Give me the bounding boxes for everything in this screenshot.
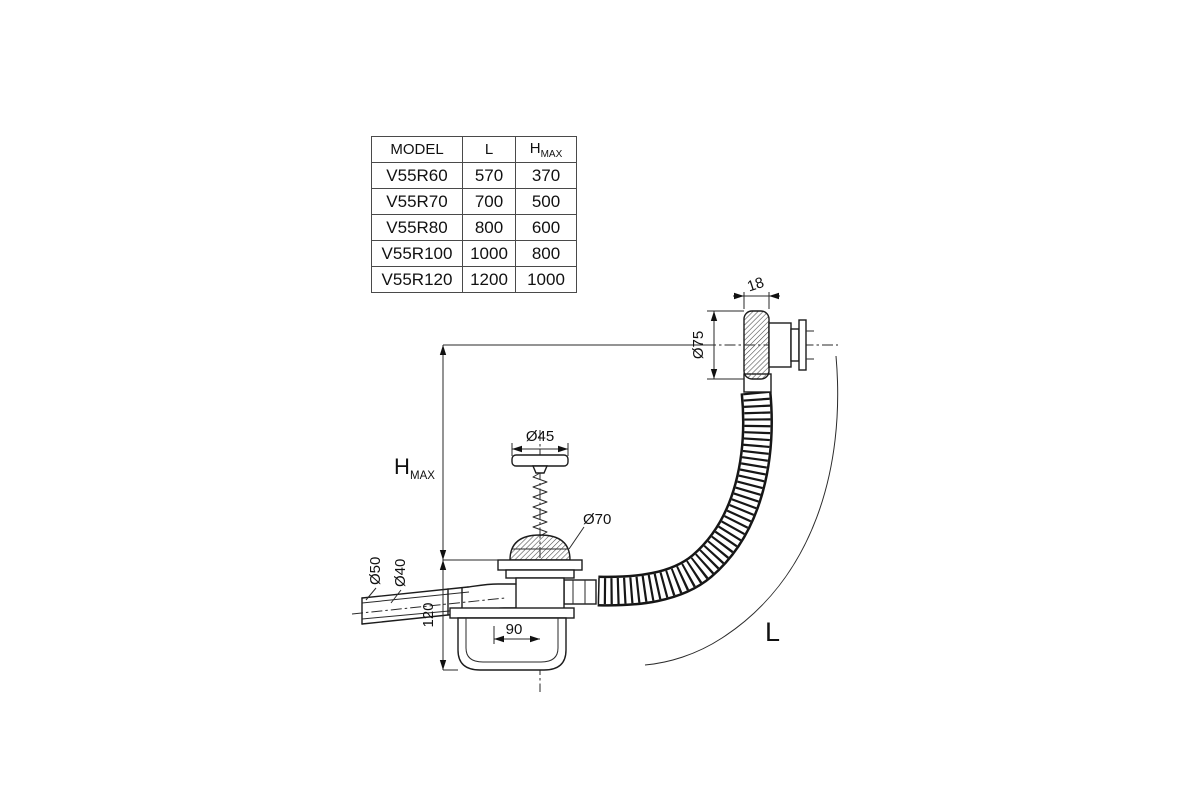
spring bbox=[532, 472, 548, 537]
header-cell-hmax: HMAX bbox=[515, 136, 577, 163]
cell-model: V55R100 bbox=[371, 240, 463, 267]
cell-l: 1000 bbox=[462, 240, 516, 267]
cell-model: V55R60 bbox=[371, 162, 463, 189]
hmax-main: H bbox=[529, 139, 541, 157]
table-row: V55R70 700 500 bbox=[371, 188, 577, 215]
label-90: 90 bbox=[506, 621, 523, 638]
dimension-90: 90 bbox=[493, 621, 540, 644]
plug-cap bbox=[511, 454, 569, 474]
l-label: L bbox=[765, 617, 780, 647]
hmax-sub: MAX bbox=[540, 148, 563, 160]
overflow-head bbox=[743, 310, 814, 380]
cell-model: V55R70 bbox=[371, 188, 463, 215]
label-d45: Ø45 bbox=[526, 428, 554, 445]
label-d70: Ø70 bbox=[583, 511, 611, 528]
drain-dome bbox=[509, 534, 571, 561]
label-hmax: H bbox=[394, 454, 410, 479]
elbow bbox=[467, 583, 517, 612]
cell-l: 570 bbox=[462, 162, 516, 189]
table-row: V55R100 1000 800 bbox=[371, 240, 577, 267]
cell-hmax: 1000 bbox=[515, 266, 577, 293]
cell-hmax: 370 bbox=[515, 162, 577, 189]
cell-model: V55R120 bbox=[371, 266, 463, 293]
dimension-hmax: H MAX bbox=[394, 345, 498, 561]
table-row: V55R120 1200 1000 bbox=[371, 266, 577, 293]
cell-l: 700 bbox=[462, 188, 516, 215]
table-header-row: MODEL L HMAX bbox=[371, 136, 577, 163]
table-row: V55R80 800 600 bbox=[371, 214, 577, 241]
label-120: 120 bbox=[420, 602, 437, 627]
dimension-120: 120 bbox=[420, 560, 458, 671]
siphon-pot bbox=[449, 607, 575, 671]
label-hmax-sub: MAX bbox=[410, 470, 435, 482]
l-curve bbox=[644, 355, 839, 666]
label-d75: Ø75 bbox=[690, 331, 707, 359]
label-d40-group: Ø40 bbox=[390, 559, 409, 604]
corrugated-hose bbox=[597, 390, 773, 607]
dimension-d45: Ø45 bbox=[511, 428, 569, 456]
cell-hmax: 800 bbox=[515, 240, 577, 267]
dimension-d75: Ø75 bbox=[690, 310, 744, 380]
cell-hmax: 600 bbox=[515, 214, 577, 241]
label-18: 18 bbox=[745, 274, 766, 295]
label-d50-group: Ø50 bbox=[365, 557, 384, 601]
header-cell-model: MODEL bbox=[371, 136, 463, 163]
dimension-18: 18 bbox=[733, 274, 780, 309]
label-d40: Ø40 bbox=[392, 559, 409, 587]
label-d50: Ø50 bbox=[367, 557, 384, 585]
tee-body bbox=[515, 577, 565, 613]
hose-nut bbox=[563, 579, 597, 605]
cell-model: V55R80 bbox=[371, 214, 463, 241]
cell-l: 1200 bbox=[462, 266, 516, 293]
table-row: V55R60 570 370 bbox=[371, 162, 577, 189]
spec-table: MODEL L HMAX V55R60 570 370 V55R70 700 5… bbox=[371, 136, 577, 293]
flange bbox=[497, 559, 583, 579]
label-d70-group: Ø70 bbox=[568, 511, 611, 550]
